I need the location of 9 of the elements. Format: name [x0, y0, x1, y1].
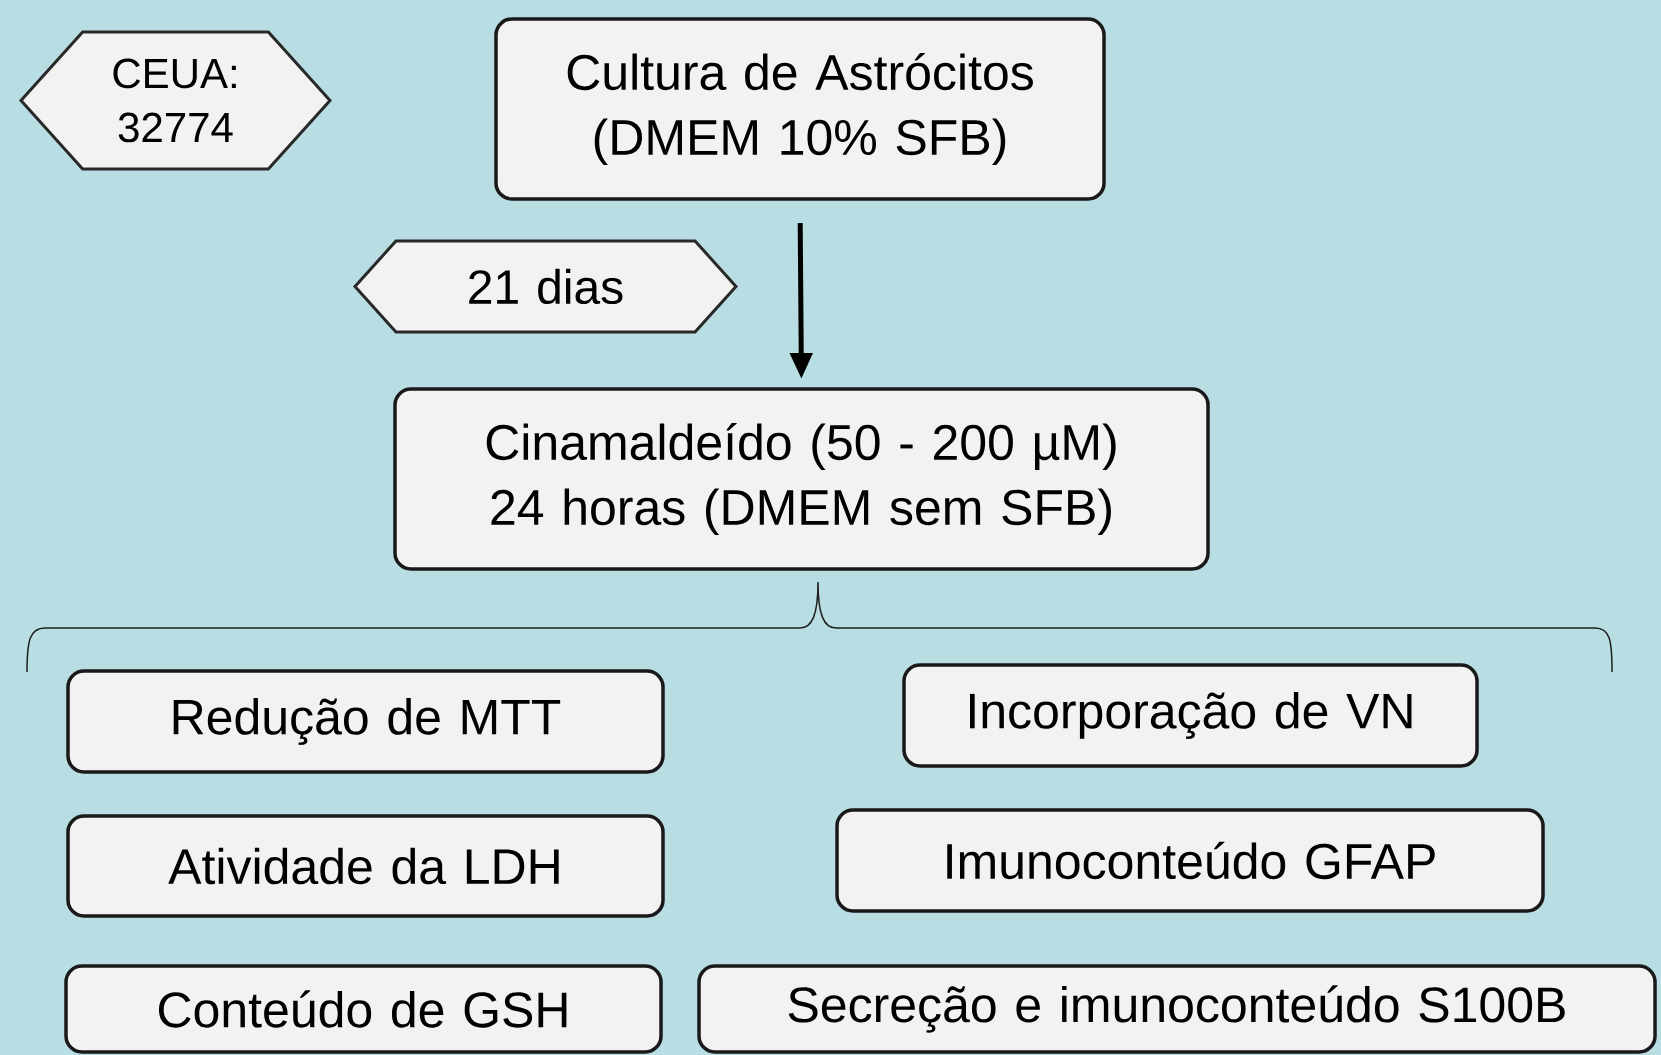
process-box: Conteúdo de GSH: [64, 964, 663, 1054]
process-box: Secreção e imunoconteúdo S100B: [697, 964, 1657, 1054]
hexagon-label: CEUA: 32774: [19, 30, 333, 171]
process-box: Cultura de Astrócitos (DMEM 10% SFB): [494, 17, 1106, 201]
process-box: Incorporação de VN: [902, 663, 1479, 768]
process-box: Cinamaldeído (50 - 200 µM) 24 horas (DMEM sem SFB): [393, 387, 1210, 571]
process-box: Redução de MTT: [66, 669, 665, 774]
process-box: Imunoconteúdo GFAP: [835, 808, 1545, 913]
process-box: Atividade da LDH: [66, 814, 665, 918]
